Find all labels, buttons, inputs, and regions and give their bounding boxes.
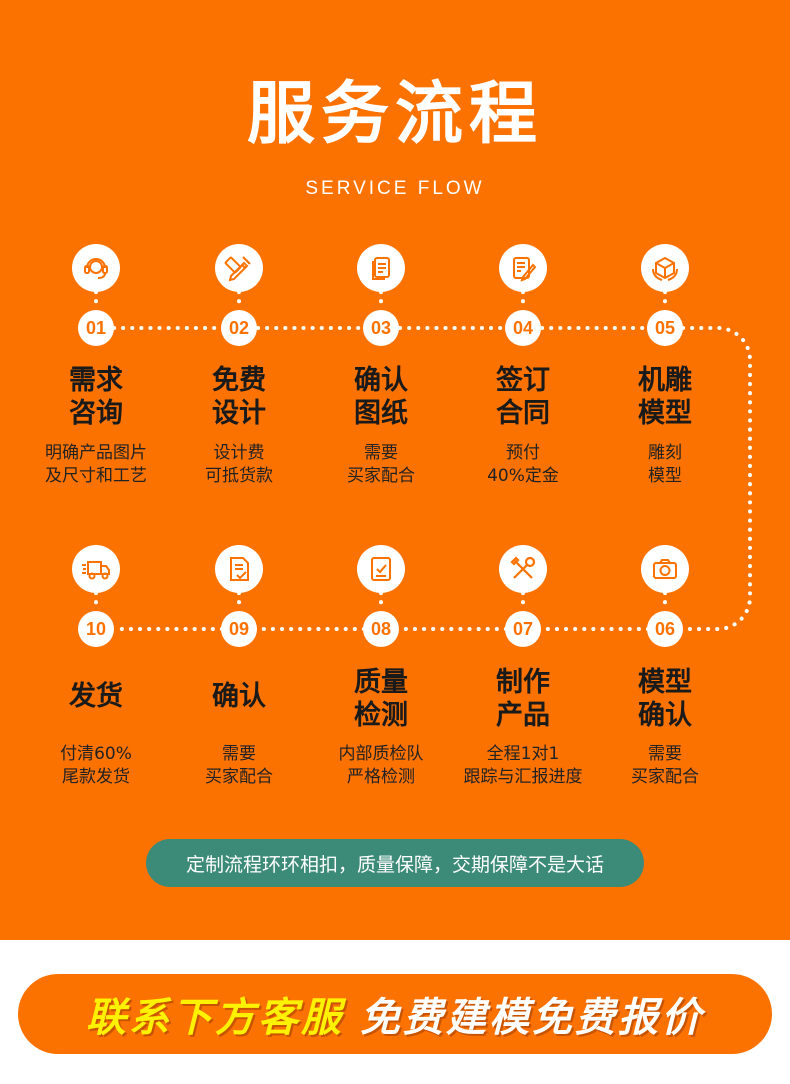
step-title-10: 发货 xyxy=(69,681,123,712)
step-desc-10: 付清60%尾款发货 xyxy=(60,744,132,787)
step-number-01: 01 xyxy=(78,310,114,346)
step-number-08: 08 xyxy=(363,611,399,647)
pencil-ruler-icon xyxy=(215,244,263,292)
step-desc-09: 需要买家配合 xyxy=(205,744,273,787)
delivery-truck-icon xyxy=(72,545,120,593)
camera-icon xyxy=(641,545,689,593)
step-number-03: 03 xyxy=(363,310,399,346)
step-number-04: 04 xyxy=(505,310,541,346)
step-desc-06: 需要买家配合 xyxy=(631,744,699,787)
step-title-06: 模型确认 xyxy=(638,667,692,731)
step-desc-01: 明确产品图片及尺寸和工艺 xyxy=(45,443,147,486)
flow-connector-lines xyxy=(94,290,752,631)
step-desc-05: 雕刻模型 xyxy=(648,443,682,486)
step-title-08: 质量检测 xyxy=(354,667,408,731)
cta-offer-text: 免费建模免费报价 xyxy=(360,995,704,1041)
step-title-09: 确认 xyxy=(212,681,266,712)
step-desc-08: 内部质检队严格检测 xyxy=(338,744,424,787)
page-subtitle: SERVICE FLOW xyxy=(305,178,485,199)
step-number-06: 06 xyxy=(647,611,683,647)
cta-contact-text: 联系下方客服 xyxy=(86,995,344,1041)
contract-sign-icon xyxy=(499,244,547,292)
inspection-icon xyxy=(357,545,405,593)
step-title-02: 免费设计 xyxy=(212,365,266,429)
step-number-09: 09 xyxy=(221,611,257,647)
step-title-05: 机雕模型 xyxy=(638,365,692,429)
step-number-05: 05 xyxy=(647,310,683,346)
step-desc-03: 需要买家配合 xyxy=(347,443,415,486)
step-title-01: 需求咨询 xyxy=(69,365,123,429)
step-title-03: 确认图纸 xyxy=(354,365,408,429)
document-check-icon xyxy=(215,545,263,593)
documents-icon xyxy=(357,244,405,292)
tools-icon xyxy=(499,545,547,593)
contact-cta-banner[interactable]: 联系下方客服 免费建模免费报价 xyxy=(18,974,772,1054)
3d-cube-icon xyxy=(641,244,689,292)
step-title-04: 签订合同 xyxy=(496,365,550,429)
step-number-07: 07 xyxy=(505,611,541,647)
page-title: 服务流程 xyxy=(246,75,543,154)
orange-panel xyxy=(0,0,790,940)
headset-icon xyxy=(72,244,120,292)
step-title-07: 制作产品 xyxy=(496,667,550,731)
step-number-02: 02 xyxy=(221,310,257,346)
step-desc-02: 设计费可抵货款 xyxy=(205,443,273,486)
step-number-10: 10 xyxy=(78,611,114,647)
slogan-pill: 定制流程环环相扣，质量保障，交期保障不是大话 xyxy=(146,839,644,887)
